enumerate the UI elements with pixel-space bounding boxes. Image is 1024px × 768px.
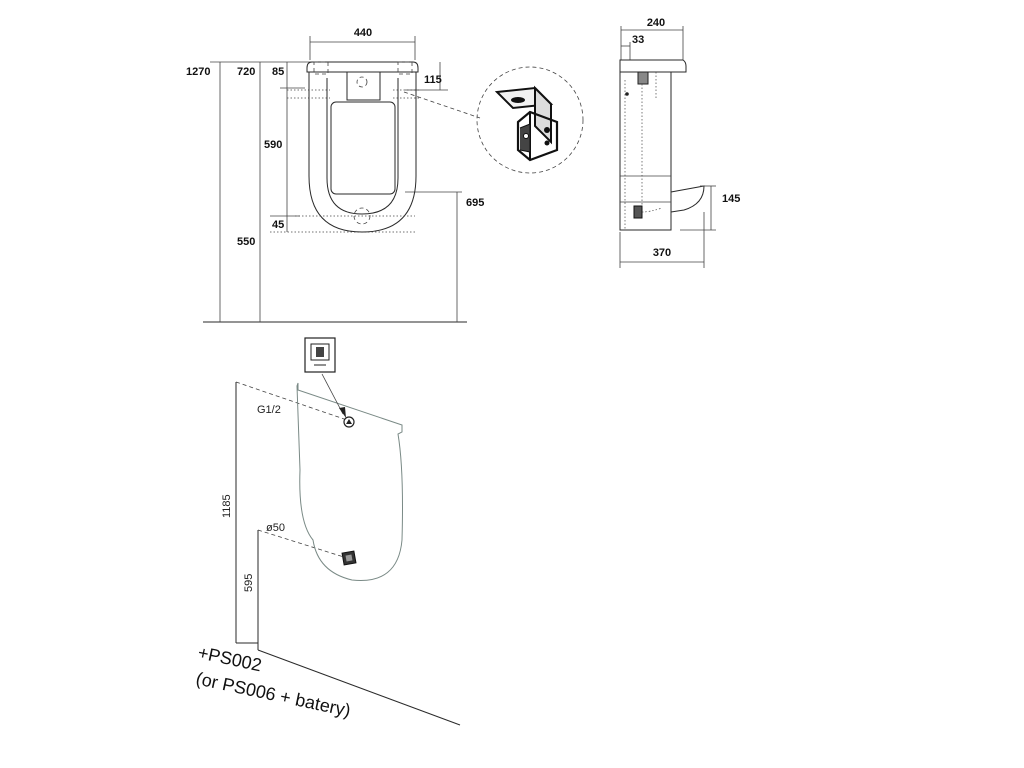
valve-housing [346, 72, 381, 101]
urinal-iso-outline [296, 382, 403, 581]
dim-width: 440 [354, 27, 372, 39]
dim-top-height: 720 [237, 66, 255, 78]
sensor-arrow [339, 407, 346, 418]
outlet-marker [353, 207, 371, 225]
urinal-outer-body [308, 72, 417, 233]
dim-bottom-offset: 45 [272, 219, 284, 231]
flush-sensor-icon [304, 337, 336, 373]
side-body [619, 71, 672, 231]
side-view: 240 33 145 370 [619, 17, 740, 268]
front-view: 440 1270 720 85 115 590 45 550 695 [186, 27, 484, 323]
outlet-leader [257, 529, 348, 559]
inlet-connector-core [346, 419, 352, 424]
side-lip [670, 185, 705, 213]
outlet-label: ø50 [266, 522, 285, 534]
iso-view: G1/2 ø50 1185 595 +PS002 (or PS006 + bat… [194, 337, 461, 726]
detail-circle [476, 66, 584, 174]
dim-inlet-height: 115 [424, 74, 442, 86]
outlet-height-label: 595 [243, 574, 255, 592]
inlet-leader [235, 381, 348, 421]
dim-outlet-height: 550 [237, 236, 255, 248]
dim-body-height: 590 [264, 139, 282, 151]
dim-top-offset: 85 [272, 66, 284, 78]
dim-lip-height: 145 [722, 193, 740, 205]
drain-outlet-core [345, 554, 353, 562]
trap-icon [633, 205, 643, 219]
wall-bracket-icon [494, 85, 559, 162]
bracket-detail [476, 66, 584, 174]
inlet-marker [356, 76, 368, 88]
fixing-right [397, 61, 413, 75]
floor-perspective-line [257, 649, 461, 726]
side-drain [641, 207, 663, 213]
urinal-inner-outline [326, 78, 399, 215]
dim-wall-offset: 33 [632, 34, 644, 46]
sensor-leader [321, 373, 344, 415]
inlet-label: G1/2 [257, 404, 281, 416]
inlet-height-label: 1185 [221, 494, 233, 518]
dim-depth-top: 240 [647, 17, 665, 29]
dim-rim-height: 695 [466, 197, 484, 209]
dim-depth-bottom: 370 [653, 247, 671, 259]
detail-leader [403, 91, 481, 119]
fixing-left [313, 61, 329, 75]
side-pin [625, 92, 629, 96]
dim-total-height: 1270 [186, 66, 210, 78]
valve-block-icon [637, 71, 649, 85]
side-top-rim [619, 59, 687, 73]
urinal-top-rim [306, 61, 419, 73]
urinal-bowl-panel [330, 101, 396, 195]
